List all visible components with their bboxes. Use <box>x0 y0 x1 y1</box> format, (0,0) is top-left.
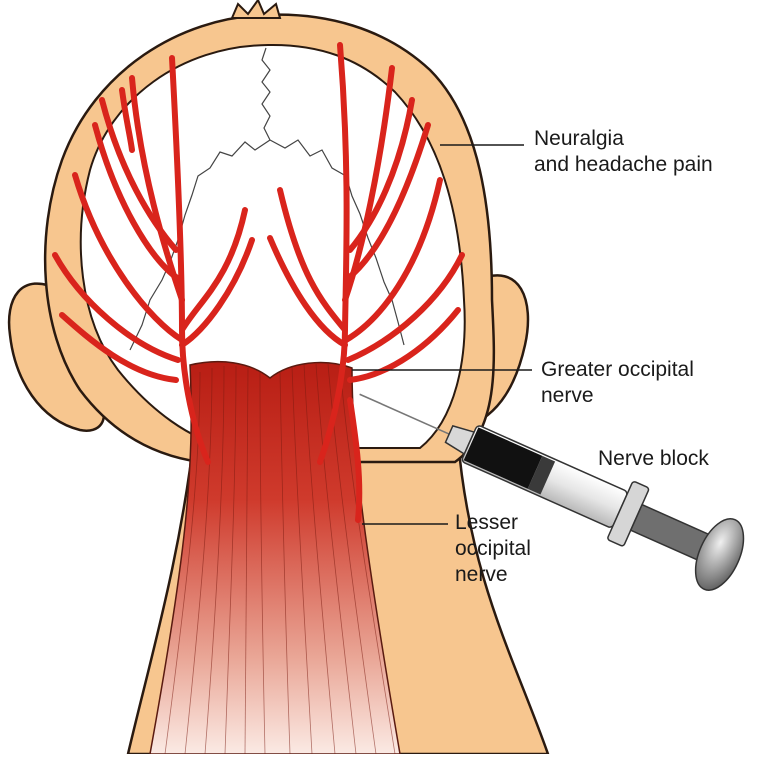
syringe-icon <box>359 393 745 591</box>
label-neuralgia-line2: and headache pain <box>534 153 713 176</box>
right-nerve-branches <box>267 42 465 523</box>
left-ear <box>7 282 106 432</box>
hair-tuft <box>230 0 282 19</box>
leader-lines <box>352 144 532 525</box>
label-nerve-block: Nerve block <box>598 447 709 470</box>
label-greater-line2: nerve <box>541 384 594 407</box>
label-lesser-line3: nerve <box>455 563 508 586</box>
label-neuralgia-line1: Neuralgia <box>534 127 624 150</box>
label-greater-line1: Greater occipital <box>541 358 694 381</box>
label-lesser-line2: occipital <box>455 537 531 560</box>
sagittal-suture <box>261 47 271 141</box>
label-lesser-line1: Lesser <box>455 511 519 534</box>
label-greater-occipital: Greater occipital nerve <box>541 357 694 409</box>
lambdoid-suture <box>129 139 405 351</box>
label-lesser-occipital: Lesser occipital nerve <box>455 510 531 588</box>
left-nerve-branches <box>52 55 255 465</box>
label-neuralgia: Neuralgia and headache pain <box>534 126 713 178</box>
